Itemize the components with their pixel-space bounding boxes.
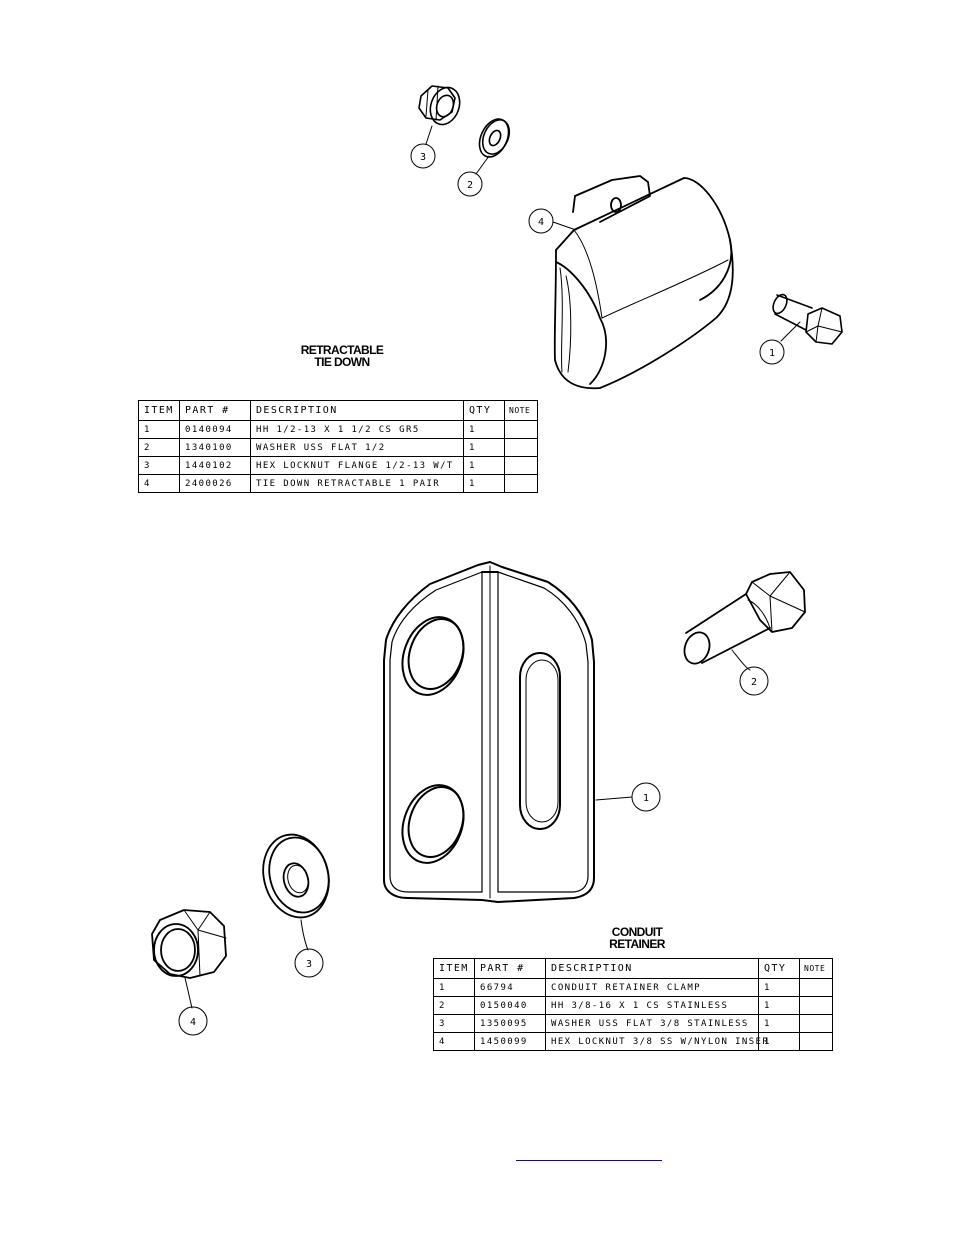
bom-cell-item: 3 <box>138 456 180 475</box>
table-row: 1 0140094 HH 1/2-13 X 1 1/2 CS GR5 1 <box>138 420 538 439</box>
bom-cell-item: 3 <box>433 1014 475 1033</box>
conduit-retainer-bom-table: ITEM PART # DESCRIPTION QTY NOTE 1 66794… <box>433 958 833 1051</box>
bom-cell-description: HEX LOCKNUT 3/8 SS W/NYLON INSER <box>545 1032 768 1051</box>
balloon-text-conduit-3: 3 <box>306 959 312 970</box>
bom-cell-description: WASHER USS FLAT 1/2 <box>250 438 464 457</box>
bom-cell-item: 1 <box>138 420 180 439</box>
balloon-labels: 3 2 4 1 2 1 3 4 <box>190 152 775 1028</box>
balloon-conduit-item-3 <box>294 948 324 978</box>
table-row: 3 1440102 HEX LOCKNUT FLANGE 1/2-13 W/T … <box>138 456 538 475</box>
bom-cell-part: 2400026 <box>179 474 251 493</box>
conduit-washer-part <box>262 833 330 919</box>
bom-cell-description: WASHER USS FLAT 3/8 STAINLESS <box>545 1014 759 1033</box>
bom-cell-description: TIE DOWN RETRACTABLE 1 PAIR <box>250 474 464 493</box>
bom-cell-note <box>504 456 538 475</box>
tie-down-title: RETRACTABLE TIE DOWN <box>286 344 398 368</box>
conduit-balloons <box>178 649 769 1036</box>
bom-cell-qty: 1 <box>758 1032 800 1051</box>
bom-cell-qty: 1 <box>463 474 505 493</box>
balloon-tie-down-item-3 <box>410 143 436 169</box>
bom-cell-description: HEX LOCKNUT FLANGE 1/2-13 W/T <box>250 456 464 475</box>
table-row: 2 0150040 HH 3/8-16 X 1 CS STAINLESS 1 <box>433 996 833 1015</box>
balloon-conduit-item-1 <box>631 782 661 812</box>
bom-cell-note <box>504 438 538 457</box>
bom-cell-part: 66794 <box>474 978 546 997</box>
tie-down-bolt-part <box>772 293 843 345</box>
conduit-retainer-clamp-part <box>383 561 595 903</box>
bom-header-part: PART # <box>474 958 546 979</box>
bom-header-description: DESCRIPTION <box>545 958 759 979</box>
conduit-title-line2: RETAINER <box>609 937 665 951</box>
balloon-tie-down-item-2 <box>457 171 483 197</box>
balloon-text-conduit-2: 2 <box>751 677 757 688</box>
bom-cell-item: 4 <box>433 1032 475 1051</box>
bom-cell-description: CONDUIT RETAINER CLAMP <box>545 978 759 997</box>
bom-cell-description: HH 3/8-16 X 1 CS STAINLESS <box>545 996 759 1015</box>
balloon-text-conduit-4: 4 <box>190 1017 196 1028</box>
bom-cell-note <box>799 978 833 997</box>
bom-cell-part: 1440102 <box>179 456 251 475</box>
bom-header-item: ITEM <box>138 400 180 421</box>
conduit-locknut-part <box>151 909 227 979</box>
tie-down-title-line1: RETRACTABLE <box>300 343 384 357</box>
table-row: 4 1450099 HEX LOCKNUT 3/8 SS W/NYLON INS… <box>433 1032 833 1051</box>
tie-down-bom-table: ITEM PART # DESCRIPTION QTY NOTE 1 01400… <box>138 400 538 493</box>
bom-header-row: ITEM PART # DESCRIPTION QTY NOTE <box>138 400 538 421</box>
bom-cell-part: 0140094 <box>179 420 251 439</box>
balloon-text-tie-down-1: 1 <box>769 348 775 359</box>
table-row: 1 66794 CONDUIT RETAINER CLAMP 1 <box>433 978 833 997</box>
tie-down-flange-locknut-part <box>418 85 461 126</box>
bom-header-note: NOTE <box>799 958 833 979</box>
table-row: 2 1340100 WASHER USS FLAT 1/2 1 <box>138 438 538 457</box>
bom-cell-qty: 1 <box>463 438 505 457</box>
balloon-text-tie-down-2: 2 <box>467 180 473 191</box>
bom-header-description: DESCRIPTION <box>250 400 464 421</box>
balloon-conduit-item-4 <box>178 1006 208 1036</box>
table-row: 3 1350095 WASHER USS FLAT 3/8 STAINLESS … <box>433 1014 833 1033</box>
bom-cell-note <box>504 420 538 439</box>
bom-header-part: PART # <box>179 400 251 421</box>
balloon-text-tie-down-4: 4 <box>538 217 544 228</box>
conduit-title-line1: CONDUIT <box>611 925 663 939</box>
bom-cell-note <box>504 474 538 493</box>
bom-cell-qty: 1 <box>758 1014 800 1033</box>
bom-cell-note <box>799 1032 833 1051</box>
bom-header-item: ITEM <box>433 958 475 979</box>
tie-down-balloons <box>410 125 801 365</box>
bom-cell-item: 2 <box>433 996 475 1015</box>
bom-cell-description: HH 1/2-13 X 1 1/2 CS GR5 <box>250 420 464 439</box>
bom-header-note: NOTE <box>504 400 538 421</box>
bom-cell-item: 2 <box>138 438 180 457</box>
balloon-tie-down-item-1 <box>759 339 785 365</box>
bom-cell-qty: 1 <box>758 978 800 997</box>
balloon-tie-down-item-4 <box>528 208 554 234</box>
conduit-retainer-title: CONDUIT RETAINER <box>586 926 688 950</box>
balloon-conduit-item-2 <box>739 666 769 696</box>
tie-down-title-line2: TIE DOWN <box>314 355 370 369</box>
balloon-text-conduit-1: 1 <box>643 793 649 804</box>
bom-cell-item: 1 <box>433 978 475 997</box>
bom-cell-note <box>799 996 833 1015</box>
tie-down-body-part <box>553 175 734 390</box>
bom-cell-qty: 1 <box>758 996 800 1015</box>
bom-cell-item: 4 <box>138 474 180 493</box>
bom-cell-part: 1450099 <box>474 1032 546 1051</box>
tie-down-washer-part <box>478 118 511 158</box>
bom-cell-note <box>799 1014 833 1033</box>
bom-cell-part: 1340100 <box>179 438 251 457</box>
bom-cell-part: 0150040 <box>474 996 546 1015</box>
bom-cell-part: 1350095 <box>474 1014 546 1033</box>
bom-cell-qty: 1 <box>463 456 505 475</box>
bom-header-qty: QTY <box>758 958 800 979</box>
table-row: 4 2400026 TIE DOWN RETRACTABLE 1 PAIR 1 <box>138 474 538 493</box>
balloon-text-tie-down-3: 3 <box>420 152 426 163</box>
conduit-bolt-part <box>683 571 806 665</box>
bom-header-qty: QTY <box>463 400 505 421</box>
bom-header-row: ITEM PART # DESCRIPTION QTY NOTE <box>433 958 833 979</box>
footer-link[interactable] <box>516 1150 662 1161</box>
bom-cell-qty: 1 <box>463 420 505 439</box>
